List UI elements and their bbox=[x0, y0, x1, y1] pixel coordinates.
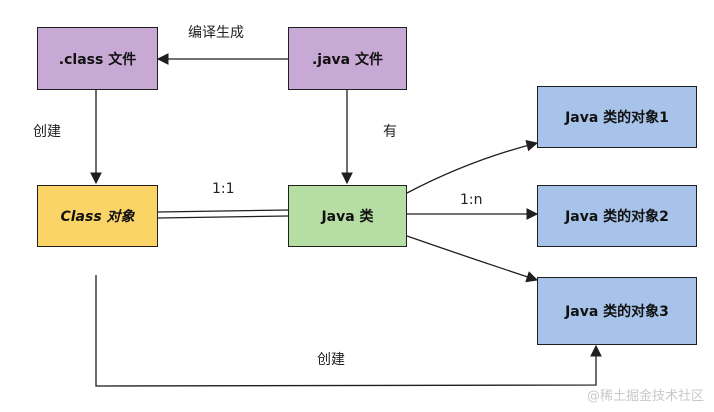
one-to-one-line-top bbox=[157, 209, 289, 213]
instance-1-arrow bbox=[406, 139, 539, 194]
class-object-node: Class 对象 bbox=[37, 185, 158, 247]
one-to-n-label: 1:n bbox=[460, 192, 483, 208]
java-class-node: Java 类 bbox=[288, 185, 407, 247]
instance-2-label: Java 类的对象2 bbox=[565, 209, 669, 225]
one-to-one-label: 1:1 bbox=[212, 181, 235, 197]
java-file-label: .java 文件 bbox=[311, 51, 383, 68]
instance-3-node: Java 类的对象3 bbox=[537, 277, 697, 345]
has-label: 有 bbox=[383, 124, 397, 140]
java-class-label: Java 类 bbox=[321, 209, 374, 225]
instance-3-arrow bbox=[406, 235, 539, 283]
instance-1-label: Java 类的对象1 bbox=[565, 110, 669, 126]
create-instance-label: 创建 bbox=[317, 352, 345, 368]
instance-1-node: Java 类的对象1 bbox=[537, 86, 697, 148]
class-file-node: .class 文件 bbox=[37, 27, 158, 90]
watermark: @稀土掘金技术社区 bbox=[586, 389, 704, 404]
instance-3-label: Java 类的对象3 bbox=[565, 304, 669, 320]
java-file-node: .java 文件 bbox=[288, 27, 407, 90]
compile-label: 编译生成 bbox=[188, 25, 244, 41]
instance-2-node: Java 类的对象2 bbox=[537, 185, 697, 247]
class-object-label: Class 对象 bbox=[60, 209, 135, 225]
create-class-object-label: 创建 bbox=[33, 124, 61, 140]
class-file-label: .class 文件 bbox=[58, 51, 137, 68]
one-to-one-line-bottom bbox=[157, 215, 289, 219]
create-instance-arrow bbox=[95, 275, 602, 387]
